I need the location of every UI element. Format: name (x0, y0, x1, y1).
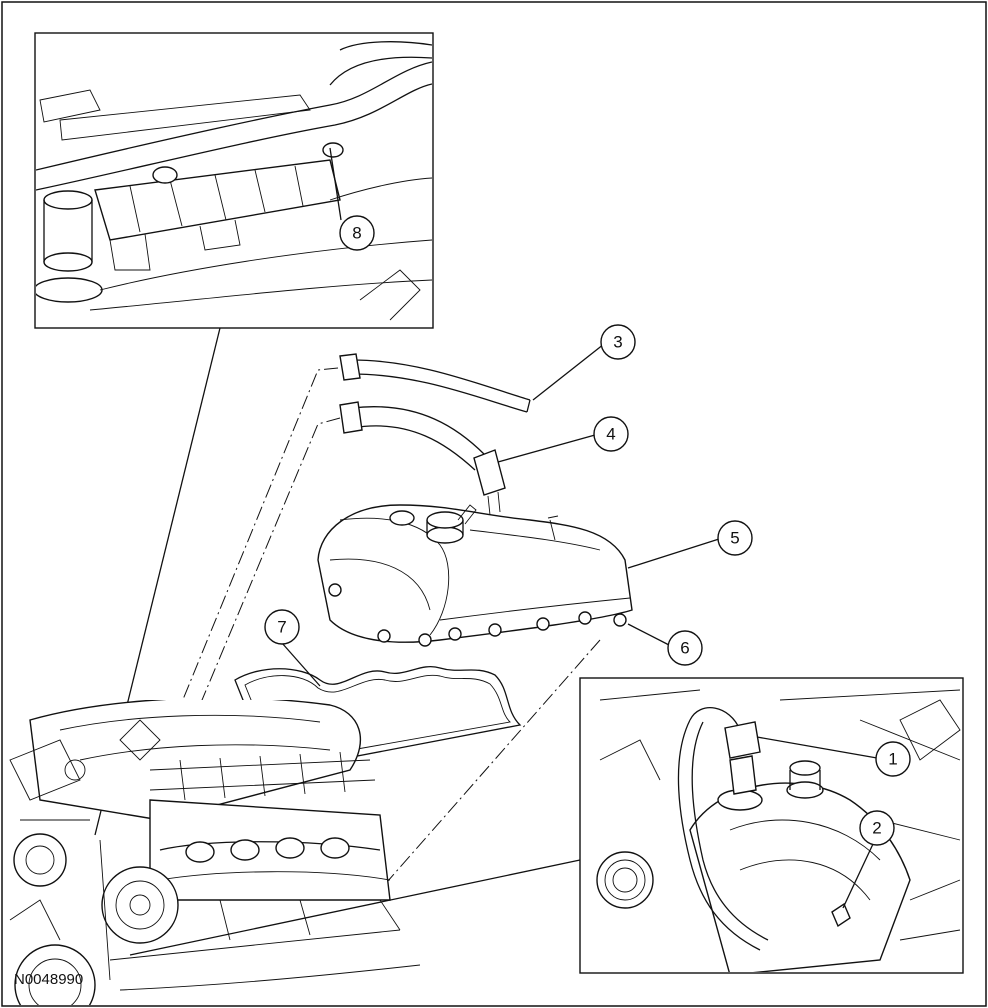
callout-4-label: 4 (606, 425, 615, 444)
dash-line-cover (379, 639, 601, 891)
pcv-hose-3 (339, 353, 531, 413)
crankcase-vent-hose-4 (339, 401, 506, 516)
callout-8: 8 (339, 215, 375, 251)
callout-8-label: 8 (352, 224, 361, 243)
callout-1-label: 1 (888, 750, 897, 769)
callout-3: 3 (600, 324, 636, 360)
figure-id: N0048990 (14, 971, 83, 988)
callout-7: 7 (264, 609, 300, 645)
engine-assembly (9, 700, 421, 1005)
inset-top-left (34, 32, 434, 329)
callout-5: 5 (717, 520, 753, 556)
callout-6: 6 (667, 630, 703, 666)
callout-5-label: 5 (730, 529, 739, 548)
callout-6-label: 6 (680, 639, 689, 658)
dash-line-hose-4 (159, 417, 341, 801)
callout-leaders (281, 147, 878, 909)
dash-line-hose-3 (149, 367, 339, 781)
callout-3-label: 3 (613, 333, 622, 352)
valve-cover-5 (317, 504, 633, 647)
callout-1: 1 (875, 741, 911, 777)
callout-7-label: 7 (277, 618, 286, 637)
callout-2-label: 2 (872, 819, 881, 838)
callout-2: 2 (859, 810, 895, 846)
inset-bottom-leader (129, 859, 581, 956)
inset-bottom-right (579, 677, 964, 974)
callout-4: 4 (593, 416, 629, 452)
